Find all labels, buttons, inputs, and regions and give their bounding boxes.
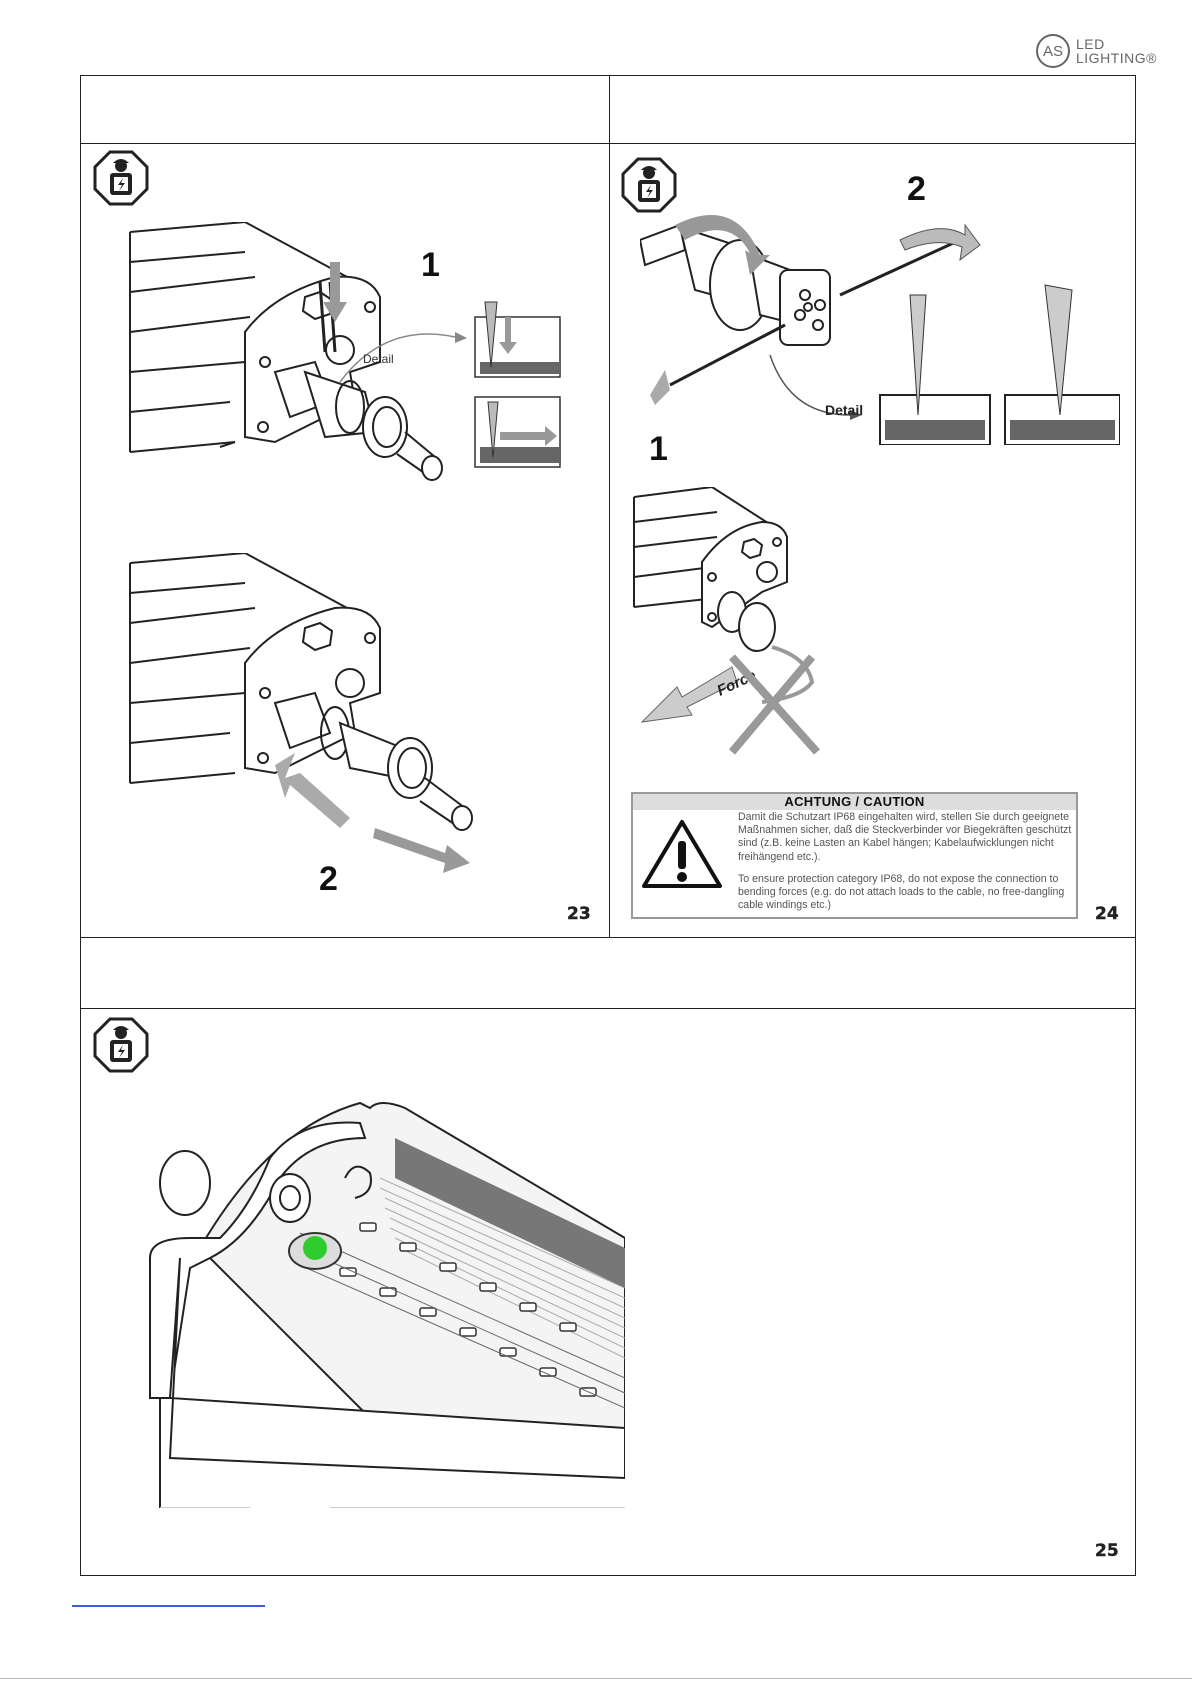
- no-bending-force-illustration: Force: [633, 487, 820, 755]
- instruction-table: [80, 75, 1136, 1576]
- step-number: 1: [421, 246, 440, 284]
- caution-text: Damit die Schutzart IP68 eingehalten wir…: [738, 811, 1074, 921]
- hyperlink-underline[interactable]: [72, 1605, 265, 1607]
- electrician-icon: [93, 150, 149, 206]
- caution-text-english: To ensure protection category IP68, do n…: [738, 872, 1065, 912]
- electrician-icon: [621, 157, 677, 213]
- row-divider: [80, 1008, 1136, 1009]
- logo-text-line1: LED: [1076, 36, 1105, 52]
- row-divider: [80, 143, 1136, 144]
- luminaire-indicator-illustration: [149, 1101, 625, 1508]
- page-number: 24: [1095, 904, 1119, 924]
- page-bottom-rule: [0, 1678, 1192, 1679]
- detail-label: Detail: [825, 402, 863, 418]
- caution-title: ACHTUNG / CAUTION: [633, 794, 1076, 810]
- logo-mark: AS: [1036, 34, 1070, 68]
- connector-release-illustration: Detail: [129, 222, 561, 481]
- connector-unlock-illustration: Detail: [640, 215, 1120, 445]
- caution-text-german: Damit die Schutzart IP68 eingehalten wir…: [738, 811, 1072, 863]
- connector-removal-illustration: [129, 553, 473, 873]
- status-indicator-led: [303, 1236, 327, 1260]
- detail-label: Detail: [363, 352, 394, 366]
- column-divider: [609, 75, 610, 938]
- row-divider: [80, 937, 1136, 938]
- company-logo: AS LED LIGHTING®: [1036, 30, 1166, 74]
- step-number: 2: [907, 170, 926, 208]
- warning-triangle-icon: [642, 820, 722, 888]
- page-number: 23: [567, 904, 591, 924]
- step-number: 1: [649, 430, 668, 468]
- electrician-icon: [93, 1017, 149, 1073]
- step-number: 2: [319, 860, 338, 898]
- logo-text-line2: LIGHTING®: [1076, 50, 1157, 66]
- page-number: 25: [1095, 1541, 1119, 1561]
- caution-box: ACHTUNG / CAUTION Damit die Schutzart IP…: [631, 792, 1078, 919]
